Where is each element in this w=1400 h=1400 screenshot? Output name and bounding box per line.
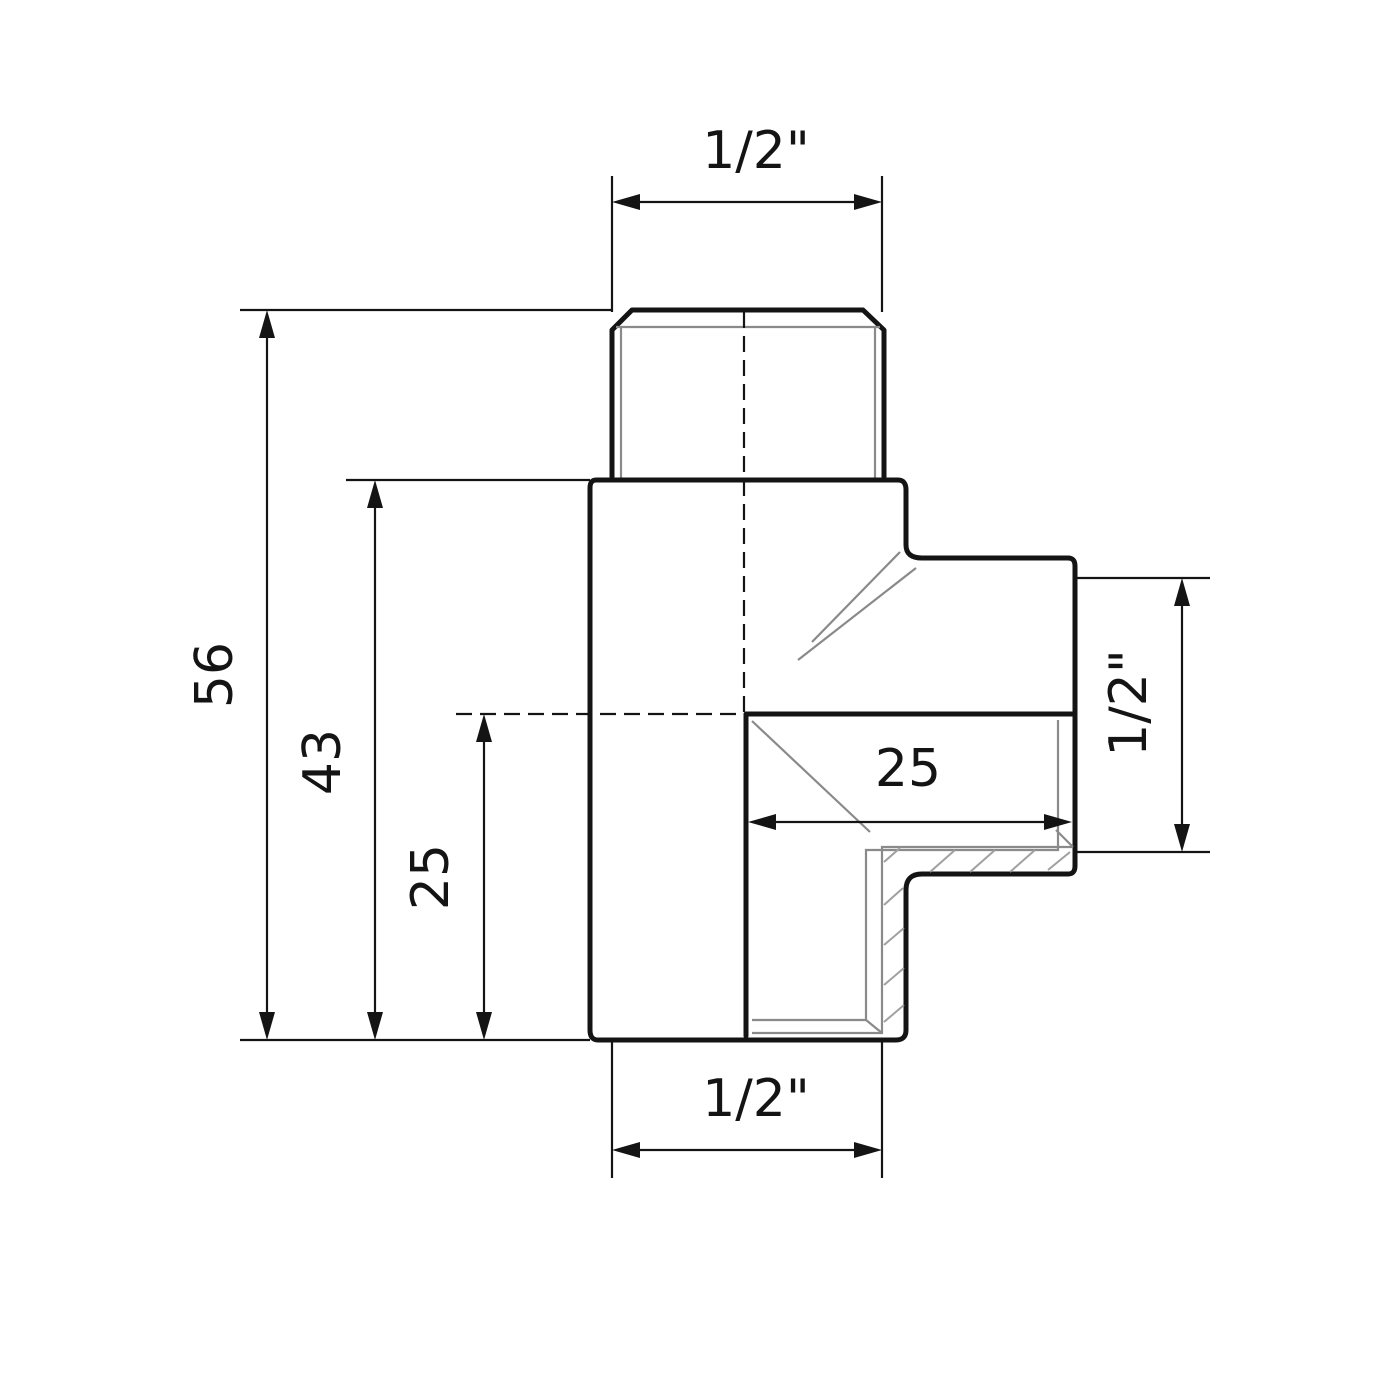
label-top-thread: 1/2" [702, 121, 810, 181]
dim-overall-height [259, 310, 275, 1040]
dim-side-thread [1174, 578, 1190, 852]
extension-lines [240, 176, 1210, 1178]
label-branch-length: 25 [875, 739, 941, 799]
dim-top-thread [612, 194, 882, 210]
label-side-thread: 1/2" [1099, 649, 1159, 757]
dim-branch-length [748, 814, 1072, 830]
label-overall-height: 56 [185, 642, 245, 708]
dim-branch-center-height [476, 714, 492, 1040]
section-hatching [883, 847, 1071, 1023]
internal-threads [751, 551, 1074, 1035]
top-thread-nipple [609, 307, 887, 483]
dim-body-height [367, 480, 383, 1040]
dim-bottom-thread [612, 1142, 882, 1158]
label-bottom-thread: 1/2" [702, 1069, 810, 1129]
label-body-height: 43 [293, 729, 353, 795]
center-lines [456, 312, 746, 716]
tee-body [587, 477, 1078, 1043]
label-branch-center-height: 25 [401, 844, 461, 910]
